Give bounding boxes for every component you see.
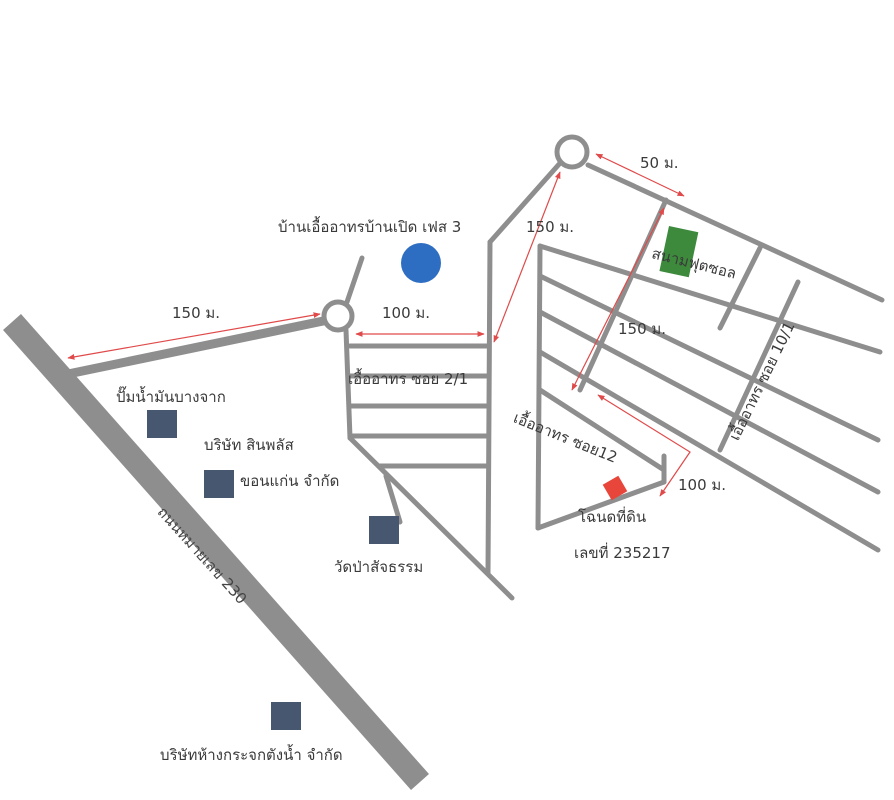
distance-150-right-label: 150 ม. xyxy=(618,320,667,338)
company-sinplus-label-1: บริษัท สินพลัส xyxy=(204,436,294,454)
gas-station-icon xyxy=(147,410,177,438)
football-field-icon xyxy=(659,226,699,278)
distance-50-label: 50 ม. xyxy=(640,154,679,172)
distance-100-bottom-label: 100 ม. xyxy=(678,476,727,494)
soi-2-1-label: เอื้ออาทร ซอย 2/1 xyxy=(348,370,469,388)
distance-150-top-label: 150 ม. xyxy=(526,218,575,236)
dimension-lines xyxy=(67,153,691,497)
mid-road-network xyxy=(343,159,564,601)
gas-station-label: ปั๊มน้ำมันบางจาก xyxy=(116,388,226,406)
roundabout-top-icon xyxy=(554,134,590,170)
land-deed-label-2: เลขที่ 235217 xyxy=(574,544,671,562)
roundabout-left-icon xyxy=(321,299,355,333)
highway-road xyxy=(3,314,429,790)
temple-label: วัดป่าสัจธรรม xyxy=(334,558,424,576)
target-land-icon xyxy=(602,475,628,501)
temple-icon xyxy=(369,516,399,544)
project-name-label: บ้านเอื้ออาทรบ้านเปิด เฟส 3 xyxy=(278,218,462,236)
distance-100-mid-label: 100 ม. xyxy=(382,304,431,322)
distance-150-left-label: 150 ม. xyxy=(172,304,221,322)
glass-company-icon xyxy=(271,702,301,730)
project-marker-icon xyxy=(401,243,441,283)
glass-company-label: บริษัทห้างกระจกตังน้ำ จำกัด xyxy=(160,746,343,764)
sinplus-company-icon xyxy=(204,470,234,498)
land-deed-label-1: โฉนดที่ดิน xyxy=(578,508,647,526)
left-access-road xyxy=(67,315,329,379)
company-sinplus-label-2: ขอนแก่น จำกัด xyxy=(240,472,340,490)
